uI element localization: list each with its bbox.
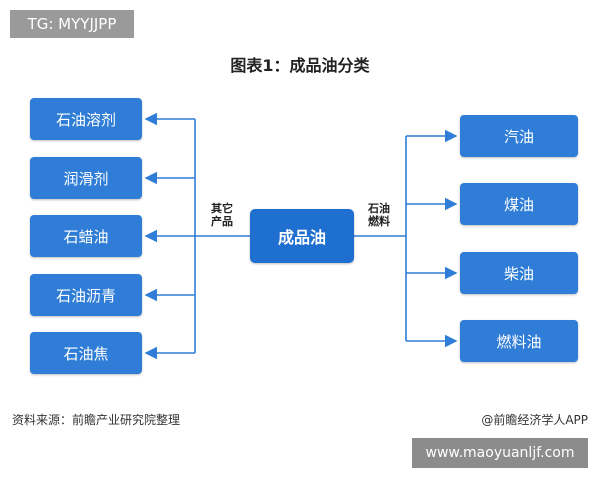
right-node-kerosene: 煤油 <box>460 183 578 225</box>
right-node-diesel: 柴油 <box>460 252 578 294</box>
right-node-fuel-oil: 燃料油 <box>460 320 578 362</box>
right-node-gasoline: 汽油 <box>460 115 578 157</box>
site-watermark: www.maoyuanljf.com <box>412 438 588 468</box>
left-node-lubricant: 润滑剂 <box>30 157 142 199</box>
left-node-petroleum-solvent: 石油溶剂 <box>30 98 142 140</box>
left-node-paraffin-oil: 石蜡油 <box>30 215 142 257</box>
center-node-finished-oil: 成品油 <box>250 209 354 263</box>
right-branch-label: 石油 燃料 <box>368 202 390 228</box>
brand-credit: @前瞻经济学人APP <box>481 413 588 427</box>
diagram-title: 图表1：成品油分类 <box>230 56 370 75</box>
left-branch-label: 其它 产品 <box>211 202 233 228</box>
tg-watermark-label: TG: MYYJJPP <box>10 10 134 38</box>
source-note: 资料来源：前瞻产业研究院整理 <box>12 413 181 427</box>
left-node-petroleum-asphalt: 石油沥青 <box>30 274 142 316</box>
left-node-petroleum-coke: 石油焦 <box>30 332 142 374</box>
